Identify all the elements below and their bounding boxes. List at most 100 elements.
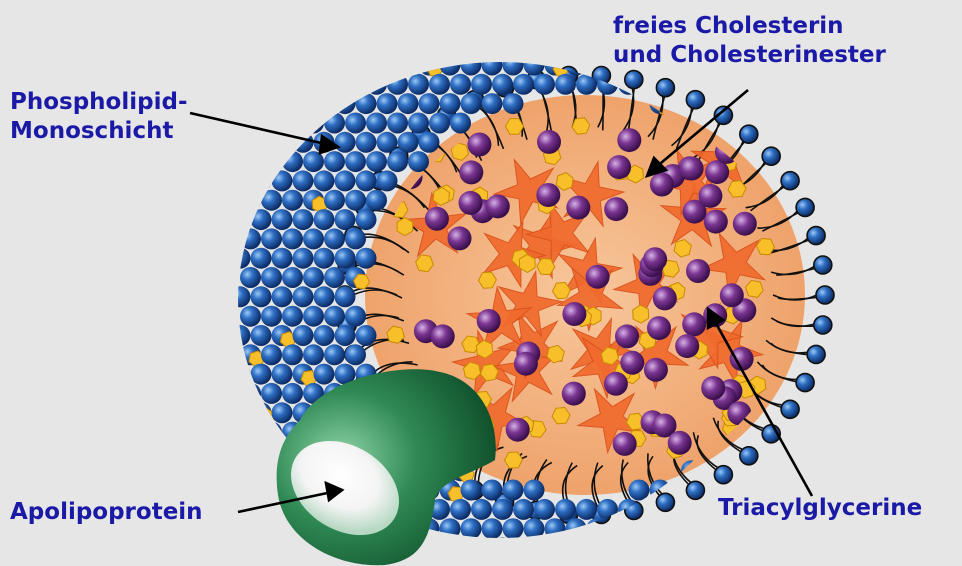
phospholipid-head (513, 538, 534, 559)
phospholipid-head (335, 286, 356, 307)
phospholipid-head (377, 132, 398, 153)
phospholipid-head (261, 306, 282, 327)
phospholipid-head (272, 93, 293, 114)
phospholipid-head (471, 499, 492, 520)
phospholipid-head (240, 538, 261, 559)
cholesterol-ester (615, 324, 639, 348)
phospholipid-head (419, 93, 440, 114)
phospholipid-head (324, 344, 345, 365)
phospholipid-head (429, 74, 450, 95)
phospholipid-head (230, 93, 251, 114)
phospholipid-head (251, 325, 272, 346)
phospholipid-head (786, 538, 807, 559)
cholesterol (506, 119, 524, 135)
cholesterol-ester (720, 283, 744, 307)
phospholipid-head (272, 55, 293, 76)
phospholipid-head (356, 209, 377, 230)
phospholipid-head (261, 267, 282, 288)
phospholipid-head (482, 518, 503, 539)
phospholipid-head (345, 113, 366, 134)
phospholipid-head (272, 209, 293, 230)
phospholipid-head (240, 383, 261, 404)
cholesterol-ester (613, 432, 637, 456)
phospholipid-head (781, 400, 799, 418)
phospholipid-head (555, 538, 576, 559)
phospholipid-head (261, 383, 282, 404)
phospholipid-head (293, 248, 314, 269)
phospholipid-head (314, 325, 335, 346)
phospholipid-head (345, 151, 366, 172)
phospholipid-head (408, 151, 429, 172)
phospholipid-head (335, 93, 356, 114)
label-apolipoprotein: Apolipoprotein (10, 498, 203, 527)
phospholipid-head (408, 113, 429, 134)
phospholipid-head (251, 170, 272, 191)
phospholipid-head (240, 190, 261, 211)
phospholipid-head (814, 256, 832, 274)
phospholipid-head (335, 209, 356, 230)
phospholipid-head (461, 480, 482, 501)
phospholipid-head (714, 466, 732, 484)
phospholipid-head (293, 132, 314, 153)
phospholipid-head (345, 228, 366, 249)
phospholipid-head (377, 55, 398, 76)
phospholipid-head (429, 538, 450, 559)
cholesterol-ester (536, 183, 560, 207)
phospholipid-head (230, 402, 251, 423)
phospholipid-head (503, 93, 524, 114)
cholesterol (670, 544, 684, 560)
cholesterol-ester (686, 259, 710, 283)
cholesterol-ester (477, 309, 501, 333)
phospholipid-head (816, 286, 834, 304)
phospholipid-head (251, 286, 272, 307)
phospholipid-head (251, 441, 272, 462)
phospholipid-head (686, 481, 704, 499)
phospholipid-head (230, 518, 251, 539)
phospholipid-head (534, 74, 555, 95)
arrow-phospholipid (190, 113, 330, 145)
phospholipid-head (765, 538, 786, 559)
phospholipid-head (419, 132, 440, 153)
cholesterol (606, 544, 621, 560)
phospholipid-head (293, 55, 314, 76)
phospholipid-head (597, 499, 618, 520)
cholesterol-ester (604, 197, 628, 221)
phospholipid-head (492, 74, 513, 95)
cholesterol-ester (650, 173, 674, 197)
phospholipid-head (261, 74, 282, 95)
phospholipid-head (796, 374, 814, 392)
cholesterol-ester (643, 247, 667, 271)
cholesterol-ester (425, 207, 449, 231)
phospholipid-head (503, 55, 524, 76)
phospholipid-head (681, 499, 702, 520)
phospholipid-head (240, 151, 261, 172)
phospholipid-head (282, 190, 303, 211)
phospholipid-head (503, 480, 524, 501)
cholesterol-ester (675, 334, 699, 358)
phospholipid-head (230, 364, 251, 385)
phospholipid-head (625, 71, 643, 89)
phospholipid-head (303, 113, 324, 134)
phospholipid-head (762, 147, 780, 165)
phospholipid-head (650, 518, 671, 539)
label-cholesterol-line2: und Cholesterinester (613, 41, 886, 70)
phospholipid-head (639, 538, 660, 559)
phospholipid-head (251, 209, 272, 230)
phospholipid-head (492, 538, 513, 559)
phospholipid-head (482, 93, 503, 114)
phospholipid-head (440, 518, 461, 539)
phospholipid-head (324, 267, 345, 288)
cholesterol (837, 544, 852, 560)
phospholipid-head (335, 170, 356, 191)
cholesterol-ester (562, 382, 586, 406)
phospholipid-head (461, 55, 482, 76)
phospholipid-head (387, 151, 408, 172)
phospholipid-head (314, 170, 335, 191)
cholesterol-ester (733, 212, 757, 236)
phospholipid-head (566, 55, 587, 76)
label-cholesterol: freies Cholesterin und Cholesterinester (613, 12, 886, 70)
phospholipid-head (524, 518, 545, 539)
phospholipid-head (356, 93, 377, 114)
phospholipid-head (524, 480, 545, 501)
phospholipid-head (618, 538, 639, 559)
